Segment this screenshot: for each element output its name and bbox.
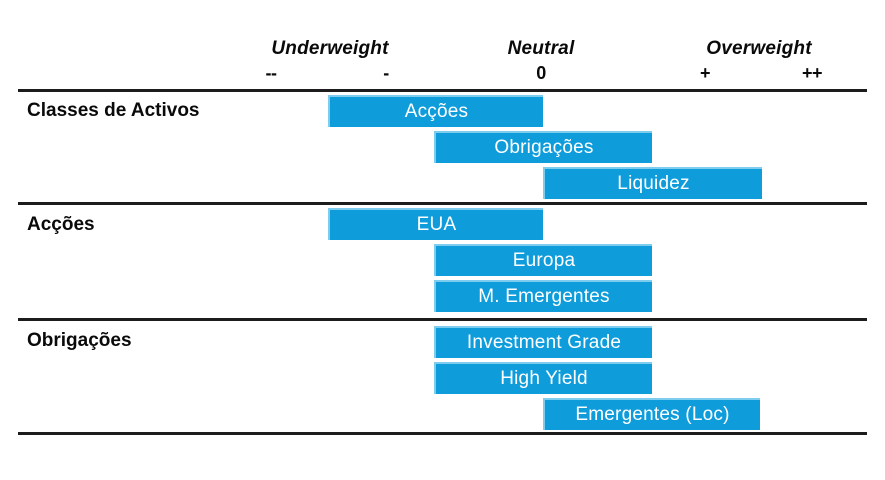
bar-investment-grade[interactable]: Investment Grade <box>434 326 652 358</box>
scale-tick-double-minus: -- <box>265 63 278 83</box>
section-title-classes-de-activos: Classes de Activos <box>27 100 200 121</box>
bar-label: Europa <box>512 250 576 271</box>
rule-3 <box>18 432 867 435</box>
scale-tick-double-plus: ++ <box>801 63 823 83</box>
section-title-accoes: Acções <box>27 214 95 235</box>
bar-label: Obrigações <box>494 137 594 158</box>
rule-1 <box>18 202 867 205</box>
bar-label: Investment Grade <box>466 332 622 353</box>
bar-emergentes-loc[interactable]: Emergentes (Loc) <box>543 398 760 430</box>
scale-tick-zero: 0 <box>536 63 546 83</box>
scale-tick-minus: - <box>383 63 389 83</box>
bar-liquidez[interactable]: Liquidez <box>543 167 762 199</box>
bar-accoes[interactable]: Acções <box>328 95 543 127</box>
section-title-obrigacoes: Obrigações <box>27 330 132 351</box>
bar-eua[interactable]: EUA <box>328 208 543 240</box>
scale-tick-plus: + <box>699 63 711 83</box>
bar-label: Emergentes (Loc) <box>575 404 730 425</box>
bar-label: M. Emergentes <box>478 286 610 307</box>
bar-label: Liquidez <box>617 173 690 194</box>
bar-high-yield[interactable]: High Yield <box>434 362 652 394</box>
scale-zone-underweight: Underweight <box>271 38 389 59</box>
bar-obrigacoes[interactable]: Obrigações <box>434 131 652 163</box>
bar-m-emergentes[interactable]: M. Emergentes <box>434 280 652 312</box>
bar-label: High Yield <box>500 368 588 389</box>
bar-label: EUA <box>416 214 457 235</box>
rule-2 <box>18 318 867 321</box>
scale-zone-neutral: Neutral <box>507 38 575 59</box>
bar-label: Acções <box>404 101 469 122</box>
scale-zone-overweight: Overweight <box>706 38 812 59</box>
rule-0 <box>18 89 867 92</box>
bar-europa[interactable]: Europa <box>434 244 652 276</box>
